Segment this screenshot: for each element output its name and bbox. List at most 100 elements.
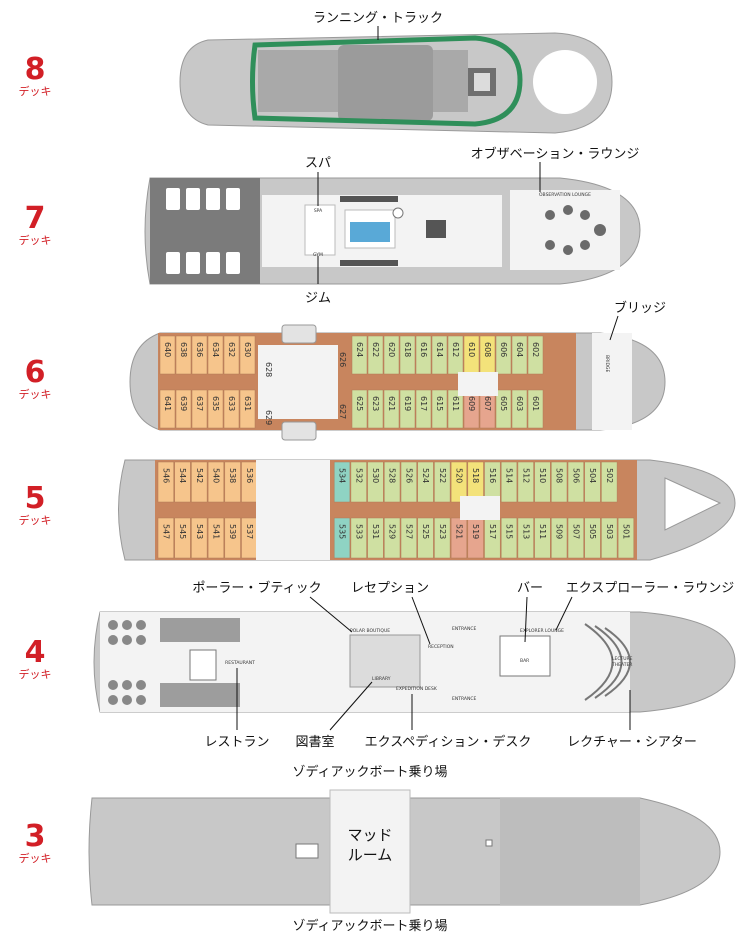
cabin-number: 547	[161, 524, 170, 539]
cabin-547	[157, 517, 174, 559]
cabin-number: 622	[371, 342, 380, 357]
cabin-number: 508	[555, 468, 564, 483]
cabin-number: 504	[588, 468, 597, 483]
cabin-number: 526	[404, 468, 413, 483]
restaurant-tables	[108, 618, 240, 707]
cabin-503	[601, 517, 618, 559]
callout-expedition-desk: エクスペディション・デスク	[365, 734, 532, 750]
cabin-624	[351, 335, 368, 375]
plan-label-entrance-1: ENTRANCE	[452, 626, 476, 632]
cabin-number: 544	[178, 468, 187, 483]
cabin-620	[383, 335, 400, 375]
cabin-533	[350, 517, 367, 559]
deck-number: 3	[24, 819, 46, 854]
cabin-538	[224, 461, 241, 503]
cabin-number: 606	[499, 342, 508, 357]
cabin-number: 615	[435, 396, 444, 411]
plan-label-library: LIBRARY	[372, 676, 391, 682]
cabin-number: 621	[387, 396, 396, 411]
cabin-number: 633	[227, 396, 236, 411]
cabin-number: 511	[538, 524, 547, 539]
cabin-number: 616	[419, 342, 428, 357]
cabin-506	[567, 461, 584, 503]
callout-running-track: ランニング・トラック	[313, 11, 443, 26]
cabin-number: 614	[435, 342, 444, 357]
cabin-628: 628	[264, 362, 273, 377]
plan-label-entrance-2: ENTRANCE	[452, 696, 476, 702]
cabin-638	[175, 335, 192, 375]
cabin-525	[417, 517, 434, 559]
deck-word: デッキ	[18, 668, 52, 681]
deck-word: デッキ	[18, 85, 52, 98]
cabin-507	[567, 517, 584, 559]
cabin-627: 627	[338, 404, 347, 419]
cabin-511	[534, 517, 551, 559]
cabin-number: 507	[571, 524, 580, 539]
deck-label-6: 6 デッキ	[0, 358, 70, 402]
mud-room	[329, 789, 411, 914]
cabin-number: 515	[505, 524, 514, 539]
cabin-524	[417, 461, 434, 503]
cabin-number: 529	[388, 524, 397, 539]
cabin-number: 634	[211, 342, 220, 357]
cabin-number: 612	[451, 342, 460, 357]
cabin-531	[367, 517, 384, 559]
cabin-number: 607	[483, 396, 492, 411]
cabin-number: 522	[438, 468, 447, 483]
deck-label-4: 4 デッキ	[0, 638, 70, 682]
callout-library: 図書室	[295, 734, 334, 750]
cabin-number: 610	[467, 342, 476, 357]
cabin-number: 540	[211, 468, 220, 483]
cabin-528	[384, 461, 401, 503]
cabin-505	[584, 517, 601, 559]
cabin-515	[500, 517, 518, 559]
deck-chairs	[340, 196, 446, 266]
deck-label-7: 7 デッキ	[0, 204, 70, 248]
cabin-615	[431, 389, 448, 429]
cabin-number: 601	[531, 396, 540, 411]
cabin-508	[551, 461, 568, 503]
theater-seating	[584, 623, 631, 701]
running-track	[250, 35, 523, 127]
cabin-number: 523	[438, 524, 447, 539]
cabin-545	[174, 517, 191, 559]
deck-word: デッキ	[18, 234, 52, 247]
cabin-number: 517	[488, 524, 497, 539]
cabin-512	[517, 461, 534, 503]
cabin-number: 639	[179, 396, 188, 411]
cabin-526	[400, 461, 417, 503]
cabin-number: 505	[588, 524, 597, 539]
cabin-number: 638	[179, 342, 188, 357]
cabin-614	[431, 335, 448, 375]
cabin-520	[450, 461, 468, 503]
cabin-number: 527	[404, 524, 413, 539]
plan-label-bridge: BRIDGE	[604, 355, 610, 372]
cabin-504	[584, 461, 601, 503]
cabin-602	[527, 335, 544, 375]
cabin-605	[495, 389, 512, 429]
cabin-number: 538	[228, 468, 237, 483]
deck-number: 4	[24, 635, 46, 670]
cabin-number: 604	[515, 342, 524, 357]
deck-number: 6	[24, 355, 46, 390]
plan-label-gym: GYM	[313, 252, 323, 258]
cabin-number: 602	[531, 342, 540, 357]
callout-spa: スパ	[305, 156, 331, 171]
cabin-number: 528	[388, 468, 397, 483]
cabin-number: 617	[419, 396, 428, 411]
cabin-618	[399, 335, 416, 375]
cabin-640	[159, 335, 176, 375]
cabin-number: 636	[195, 342, 204, 357]
cabin-527	[400, 517, 417, 559]
callout-zodiac-bottom: ゾディアックボート乗り場	[292, 918, 447, 934]
deck-5-stair-hall	[256, 460, 330, 560]
cabin-number: 525	[421, 524, 430, 539]
deck-word: デッキ	[18, 514, 52, 527]
cabin-number: 531	[371, 524, 380, 539]
cabin-number: 524	[421, 468, 430, 483]
